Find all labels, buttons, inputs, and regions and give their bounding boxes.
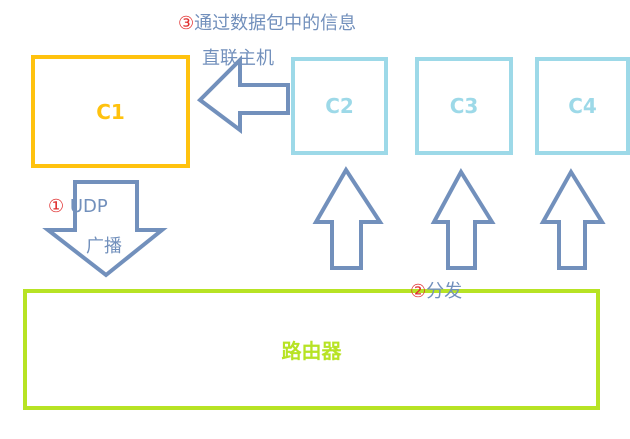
- node-c2: C2: [291, 57, 388, 155]
- node-c3-label: C3: [449, 94, 479, 118]
- node-c3: C3: [415, 57, 513, 155]
- step2-marker: ②: [410, 281, 427, 302]
- node-router-label: 路由器: [281, 339, 342, 363]
- arrow-router-to-c3: [430, 168, 496, 270]
- node-c2-label: C2: [325, 94, 354, 118]
- node-c1-label: C1: [96, 99, 125, 124]
- step3-text1: 通过数据包中的信息: [194, 13, 357, 34]
- node-c4-label: C4: [568, 94, 597, 118]
- step3-marker: ③: [178, 13, 195, 34]
- arrow-router-to-c4: [539, 168, 606, 270]
- node-c1: C1: [31, 55, 190, 168]
- node-c4: C4: [535, 57, 630, 155]
- step1-line1: ① UDP: [48, 196, 108, 217]
- step3-line1: ③通过数据包中的信息: [178, 9, 356, 35]
- step2-text: 分发: [426, 281, 463, 302]
- arrow-c2-to-c1: [196, 55, 290, 134]
- step1-line2: 广播: [86, 236, 122, 257]
- step1-marker: ①: [48, 196, 65, 217]
- step1-text1: UDP: [69, 196, 108, 217]
- arrow-router-to-c2: [312, 166, 384, 270]
- step3-line2: 直联主机: [202, 48, 274, 69]
- step2-label: ②分发: [410, 277, 462, 303]
- node-router: 路由器: [23, 289, 600, 410]
- arrow-c1-to-router: [42, 180, 168, 278]
